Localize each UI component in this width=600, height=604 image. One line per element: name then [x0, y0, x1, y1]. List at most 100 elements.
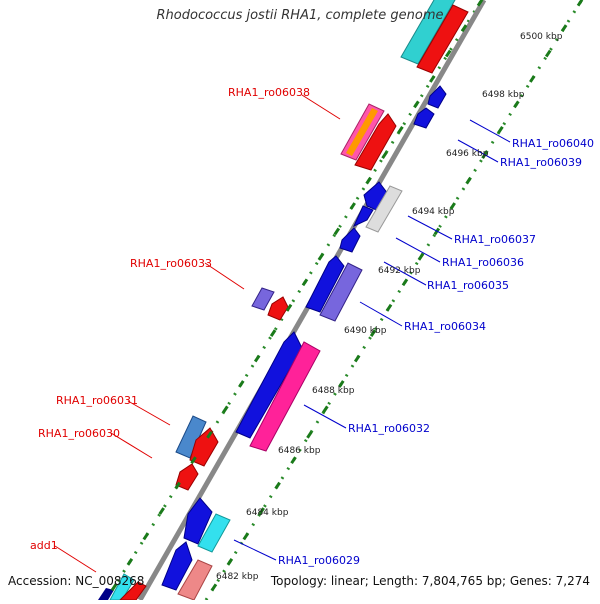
- gene-labels-left: RHA1_ro06038RHA1_ro06033RHA1_ro06031RHA1…: [30, 86, 310, 552]
- gene-feature[interactable]: [305, 255, 345, 313]
- scale-label: 6488 kbp: [312, 386, 355, 396]
- gene-label[interactable]: RHA1_ro06039: [500, 156, 582, 169]
- gene-feature[interactable]: [416, 4, 469, 74]
- tick-mark: [429, 75, 436, 83]
- tick-mark: [222, 405, 229, 414]
- label-leaders: [54, 94, 511, 573]
- gene-feature[interactable]: [427, 85, 447, 109]
- tick-mark: [242, 532, 250, 541]
- tick-mark: [544, 49, 552, 58]
- tick-marks: [110, 0, 584, 592]
- scale-label: 6484 kbp: [246, 508, 289, 518]
- gene-label[interactable]: RHA1_ro06030: [38, 427, 120, 440]
- gene-label[interactable]: RHA1_ro06035: [427, 279, 509, 292]
- gene-feature[interactable]: [352, 205, 374, 228]
- gene-feature[interactable]: [177, 559, 213, 601]
- tick-mark: [444, 49, 452, 58]
- tick-mark: [413, 100, 420, 109]
- gene-feature[interactable]: [161, 541, 193, 591]
- tick-mark: [476, 0, 484, 7]
- scale-label: 6482 kbp: [216, 572, 259, 582]
- scale-label: 6500 kbp: [520, 32, 563, 42]
- tick-mark: [497, 125, 504, 134]
- gene-label[interactable]: RHA1_ro06032: [348, 422, 430, 435]
- tick-mark: [269, 329, 277, 337]
- tick-mark: [560, 24, 568, 32]
- tick-mark: [142, 532, 150, 541]
- accession-text: Accession: NC_008268: [8, 574, 145, 588]
- tick-mark: [158, 507, 165, 515]
- map-title: Rhodococcus jostii RHA1, complete genome: [156, 8, 444, 23]
- gene-label[interactable]: add1: [30, 539, 58, 552]
- gene-feature[interactable]: [235, 331, 303, 439]
- scale-label: 6492 kbp: [378, 266, 421, 276]
- gene-label[interactable]: RHA1_ro06037: [454, 233, 536, 246]
- tick-mark: [401, 278, 409, 287]
- tick-mark: [253, 354, 261, 363]
- scale-label: 6486 kbp: [278, 446, 321, 456]
- tick-mark: [338, 380, 345, 388]
- gene-feature[interactable]: [98, 588, 114, 600]
- gene-feature[interactable]: [267, 296, 289, 321]
- gene-labels-right: RHA1_ro06040RHA1_ro06039RHA1_ro06037RHA1…: [278, 137, 594, 567]
- scale-label: 6490 kbp: [344, 326, 387, 336]
- gene-feature[interactable]: [400, 0, 456, 65]
- tick-mark: [210, 583, 218, 592]
- tick-mark: [460, 24, 468, 32]
- tick-mark: [285, 303, 293, 312]
- genome-summary-text: Topology: linear; Length: 7,804,765 bp; …: [270, 574, 590, 588]
- scale-label: 6498 kbp: [482, 90, 525, 100]
- tick-mark: [226, 558, 234, 566]
- gene-feature[interactable]: [175, 463, 199, 491]
- tick-mark: [576, 0, 584, 7]
- tick-mark: [449, 202, 456, 210]
- gene-label[interactable]: RHA1_ro06029: [278, 554, 360, 567]
- gene-label[interactable]: RHA1_ro06040: [512, 137, 594, 150]
- tick-mark: [301, 278, 309, 287]
- tick-mark: [126, 558, 134, 566]
- tick-mark: [290, 456, 297, 465]
- gene-feature[interactable]: [346, 108, 378, 156]
- gene-label[interactable]: RHA1_ro06031: [56, 394, 138, 407]
- gene-feature[interactable]: [189, 427, 219, 467]
- gene-label[interactable]: RHA1_ro06034: [404, 320, 486, 333]
- tick-mark: [417, 253, 425, 261]
- tick-mark: [110, 583, 118, 592]
- tick-mark: [381, 151, 388, 160]
- gene-feature[interactable]: [251, 287, 275, 311]
- tick-mark: [529, 75, 536, 83]
- gene-feature[interactable]: [354, 113, 397, 171]
- tick-mark: [174, 481, 181, 490]
- gene-feature[interactable]: [413, 107, 435, 129]
- tick-mark: [317, 253, 325, 261]
- gene-feature[interactable]: [365, 185, 403, 233]
- tick-mark: [481, 151, 488, 160]
- gene-feature[interactable]: [319, 262, 363, 322]
- gene-feature[interactable]: [249, 341, 321, 452]
- gene-feature[interactable]: [197, 513, 231, 553]
- tick-mark: [333, 227, 341, 236]
- tick-mark: [353, 354, 361, 363]
- gene-feature[interactable]: [175, 415, 207, 459]
- gene-label[interactable]: RHA1_ro06033: [130, 257, 212, 270]
- tick-mark: [365, 176, 372, 185]
- gene-label[interactable]: RHA1_ro06038: [228, 86, 310, 99]
- tick-mark: [322, 405, 329, 414]
- tick-mark: [274, 481, 281, 490]
- tick-mark: [369, 329, 377, 337]
- gene-label[interactable]: RHA1_ro06036: [442, 256, 524, 269]
- tick-mark: [306, 430, 313, 439]
- gene-feature[interactable]: [339, 227, 361, 253]
- scale-label: 6496 kbp: [446, 149, 489, 159]
- gene-feature[interactable]: [183, 497, 213, 545]
- tick-mark: [397, 125, 404, 134]
- tick-mark: [258, 507, 265, 515]
- tick-mark: [385, 303, 393, 312]
- tick-mark: [238, 380, 245, 388]
- tick-mark: [349, 202, 356, 210]
- tick-mark: [206, 430, 213, 439]
- tick-mark: [465, 176, 472, 185]
- scale-label: 6494 kbp: [412, 207, 455, 217]
